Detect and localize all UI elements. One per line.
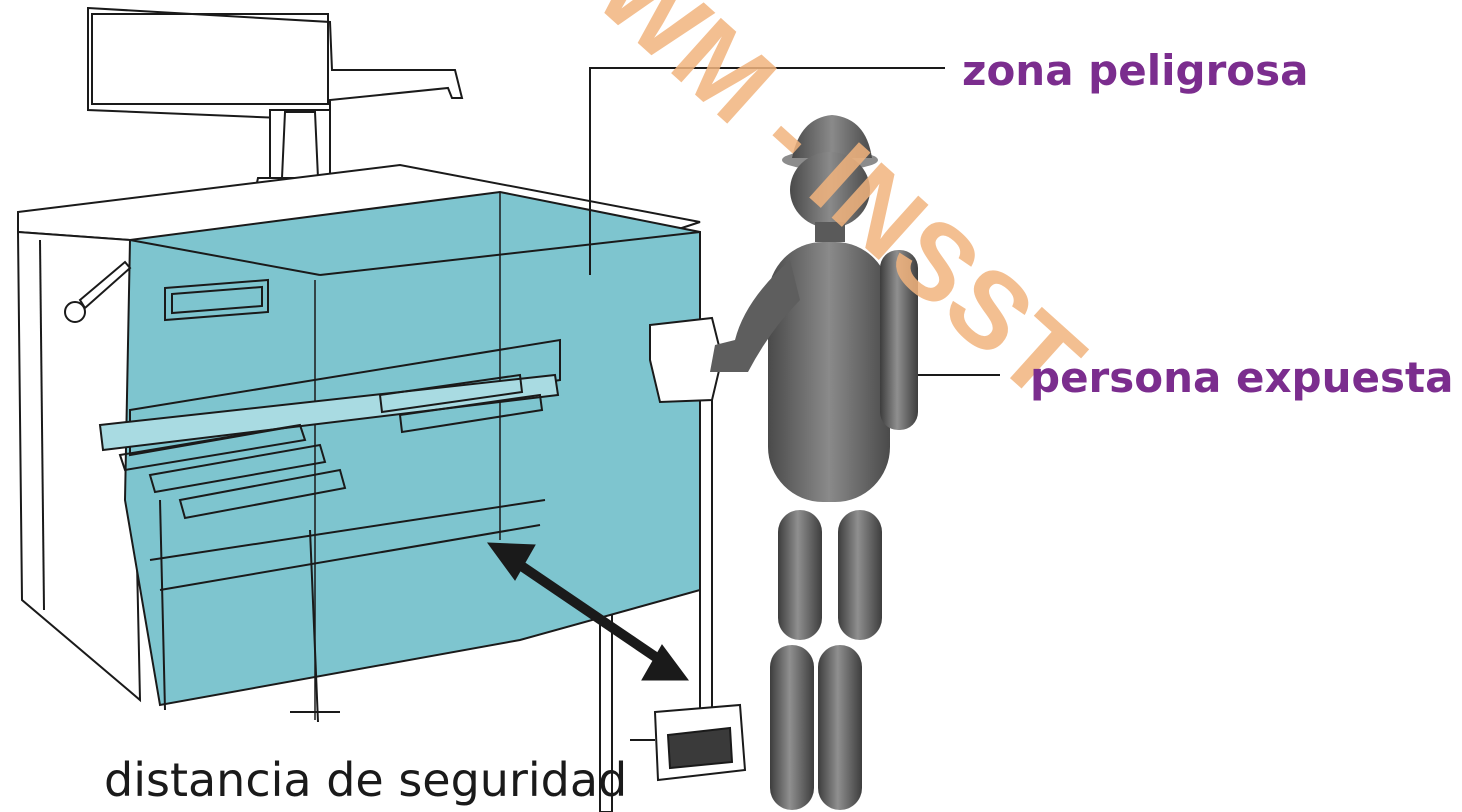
machine-details bbox=[64, 260, 561, 723]
control-pendant bbox=[649, 316, 724, 720]
foot-pedal bbox=[630, 703, 747, 782]
danger-zone-volume bbox=[123, 190, 701, 720]
standing-worker-figure bbox=[710, 115, 918, 810]
double-headed-arrow bbox=[486, 542, 689, 681]
danger-zone-label: zona peligrosa bbox=[962, 46, 1309, 95]
exposed-person-label: persona expuesta bbox=[1030, 353, 1454, 402]
safety-distance-label: distancia de seguridad bbox=[104, 753, 628, 807]
